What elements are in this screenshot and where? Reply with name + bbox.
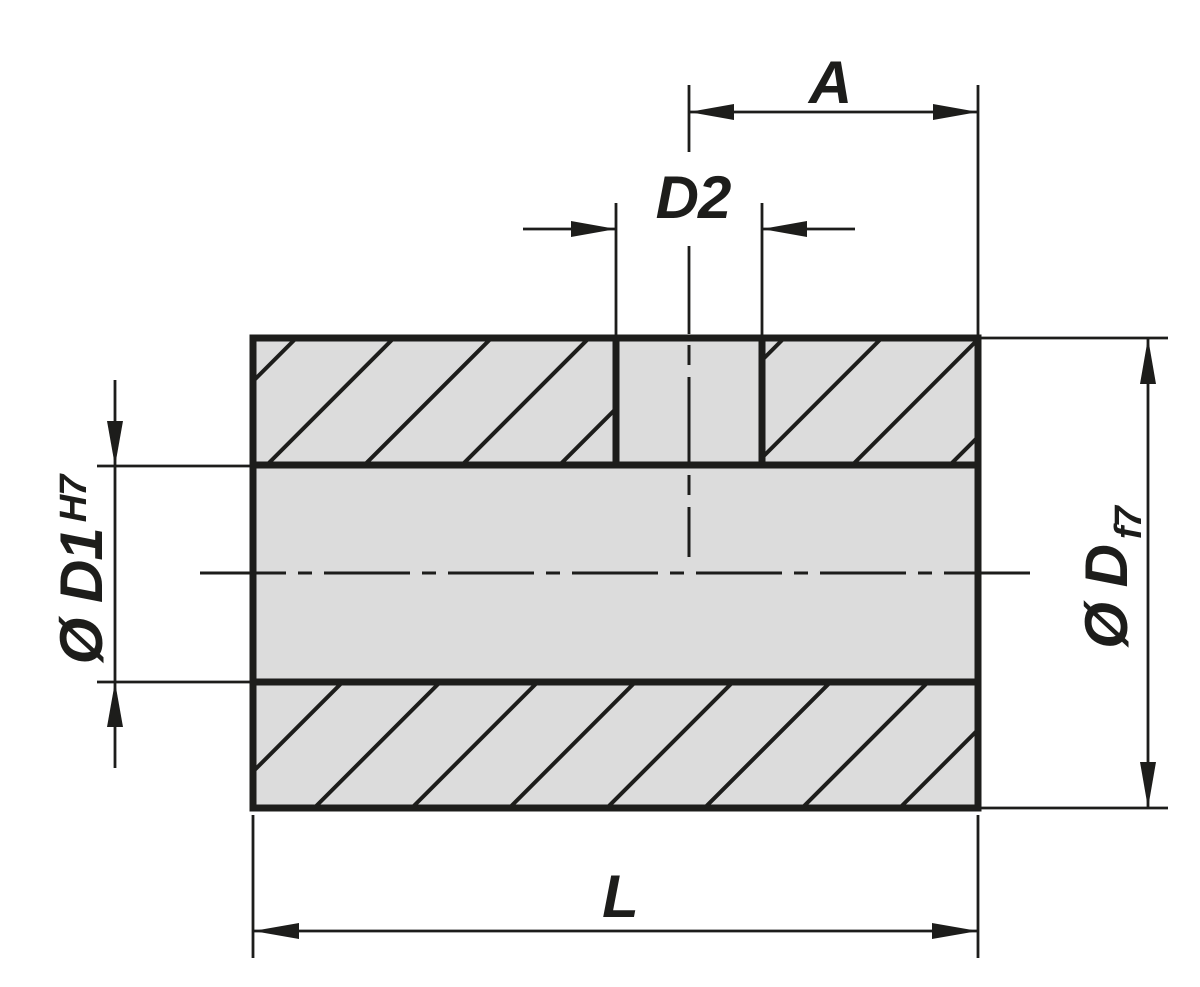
dimension-d2: D2 — [523, 164, 855, 336]
dim-d1-arrow-top-icon — [107, 421, 123, 466]
dim-d2-arrow-left-icon — [571, 221, 616, 237]
dimension-l: L — [251, 815, 980, 958]
dimension-d1: Ø D1 H7 — [48, 380, 250, 768]
dim-d1-arrow-bottom-icon — [107, 682, 123, 727]
hatch-top-right — [762, 338, 978, 465]
dim-d-arrow-bottom-icon — [1140, 762, 1156, 808]
dimension-d: Ø D f7 — [981, 336, 1168, 810]
center-lines — [200, 345, 1033, 575]
dim-d1-label-tolerance: H7 — [53, 473, 95, 522]
dim-l-arrow-right-icon — [932, 923, 978, 939]
dim-d1-label: Ø D1 H7 — [48, 473, 115, 664]
dim-d-label-main: Ø D — [1073, 545, 1140, 649]
dim-a-arrow-right-icon — [933, 104, 978, 120]
dim-d2-arrow-right-icon — [762, 221, 807, 237]
dim-a-label: A — [807, 49, 851, 116]
dimension-a: A — [687, 49, 980, 335]
hatch-top-left — [253, 338, 616, 465]
dim-d1-label-main: Ø D1 — [48, 528, 115, 664]
dim-d-arrow-top-icon — [1140, 338, 1156, 384]
dim-l-arrow-left-icon — [253, 923, 299, 939]
hatch-bottom — [253, 682, 978, 808]
dim-d-label-tolerance: f7 — [1108, 504, 1150, 539]
dim-a-arrow-left-icon — [689, 104, 734, 120]
dim-l-label: L — [602, 863, 638, 930]
dim-d2-label: D2 — [656, 164, 731, 231]
dim-d-label: Ø D f7 — [1073, 504, 1150, 648]
